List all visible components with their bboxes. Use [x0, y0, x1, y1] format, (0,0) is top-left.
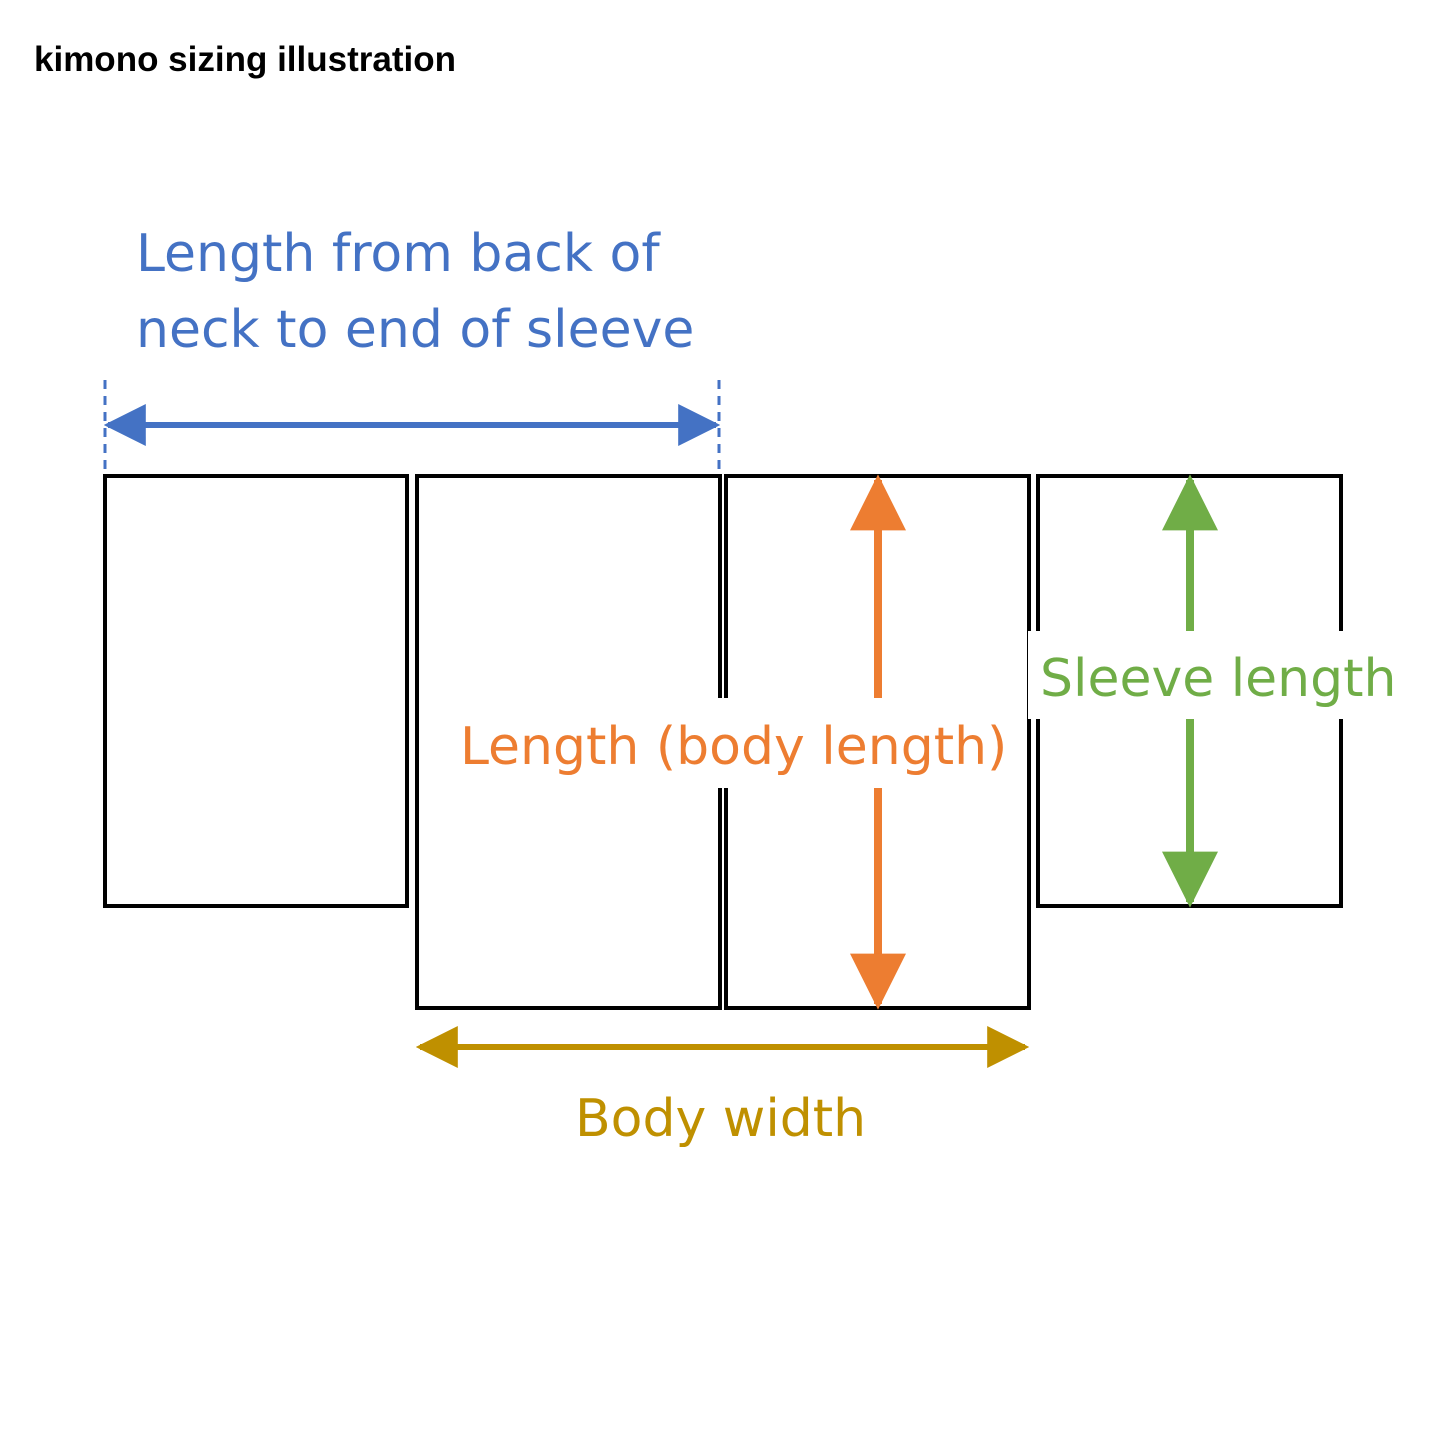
- left-sleeve-panel: [103, 474, 409, 908]
- page-title: kimono sizing illustration: [34, 40, 456, 79]
- body-width-label: Body width: [575, 1089, 866, 1149]
- sleeve-length-label: Sleeve length: [1040, 649, 1396, 709]
- sleeve-reach-label-line2: neck to end of sleeve: [136, 300, 694, 360]
- body-length-label-backdrop: [450, 698, 995, 788]
- body-length-label: Length (body length): [460, 717, 1007, 777]
- sleeve-length-label-backdrop: [1028, 631, 1390, 719]
- sleeve-reach-label-line1: Length from back of: [136, 224, 661, 284]
